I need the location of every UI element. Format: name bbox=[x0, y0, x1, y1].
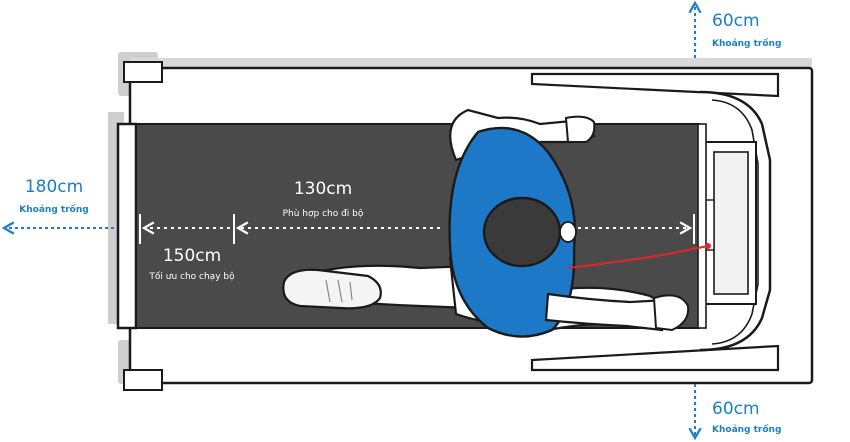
running-length-caption: Tối ưu cho chạy bộ bbox=[148, 271, 235, 282]
rear-clearance-value: 180cm bbox=[25, 177, 83, 197]
rear-corner-top bbox=[123, 61, 163, 83]
safety-key bbox=[705, 243, 711, 249]
bottom-clearance-value: 60cm bbox=[712, 399, 760, 419]
right-handrail bbox=[530, 344, 780, 372]
walking-length-caption: Phù hợp cho đi bộ bbox=[283, 208, 364, 219]
top-clearance-caption: Khoảng trống bbox=[712, 38, 781, 49]
runner-right-hand bbox=[652, 294, 690, 332]
bottom-clearance-caption: Khoảng trống bbox=[712, 424, 781, 435]
runner-figure bbox=[282, 108, 690, 338]
walking-length-dimension bbox=[233, 214, 695, 244]
console-arc-inner bbox=[711, 99, 759, 345]
rear-clearance-caption: Khoảng trống bbox=[19, 204, 88, 215]
runner-left-hand bbox=[564, 115, 596, 143]
running-length-dimension bbox=[139, 214, 230, 244]
console-screen bbox=[713, 151, 749, 295]
rear-roller-cap bbox=[116, 122, 138, 330]
top-clearance-value: 60cm bbox=[712, 11, 760, 31]
upright-post bbox=[697, 123, 707, 329]
runner-ear bbox=[559, 221, 577, 243]
runner-head bbox=[482, 196, 562, 268]
safety-cord bbox=[567, 245, 709, 269]
runner-shoe bbox=[282, 268, 382, 310]
rear-corner-bottom bbox=[123, 369, 163, 391]
shoe-laces bbox=[325, 279, 353, 303]
walking-length-value: 130cm bbox=[294, 179, 352, 199]
running-length-value: 150cm bbox=[163, 246, 221, 266]
left-handrail bbox=[530, 72, 780, 98]
